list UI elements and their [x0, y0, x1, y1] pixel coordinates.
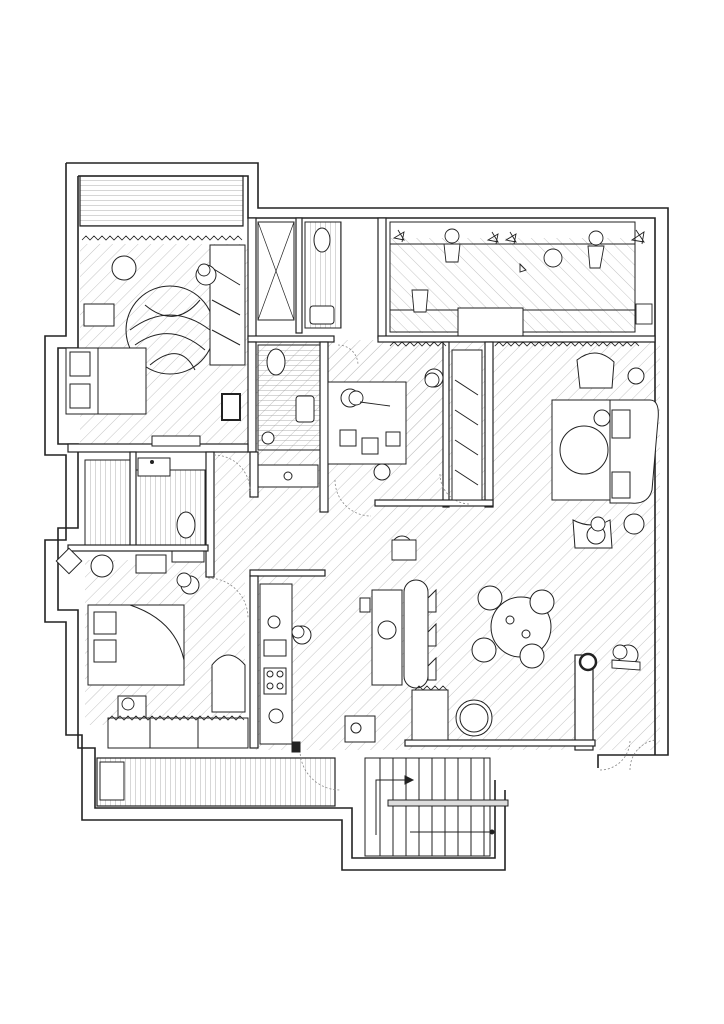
bedroom-2	[55, 547, 249, 749]
study	[327, 349, 483, 501]
living-room	[551, 352, 659, 549]
bathroom-1	[257, 221, 342, 329]
interior-walls	[67, 217, 656, 751]
balcony-south	[96, 757, 336, 807]
bedroom-1	[65, 244, 246, 447]
outer-walls	[44, 162, 669, 871]
plants	[392, 229, 653, 325]
terrace-north	[389, 221, 636, 339]
bathroom-3	[84, 457, 206, 563]
curtains	[81, 235, 640, 721]
dining	[471, 585, 639, 672]
door-swings	[207, 344, 656, 791]
staircase	[364, 757, 509, 857]
kitchen	[259, 579, 493, 753]
balcony-north	[79, 175, 244, 227]
people	[121, 228, 641, 711]
bathroom-2	[257, 344, 321, 488]
